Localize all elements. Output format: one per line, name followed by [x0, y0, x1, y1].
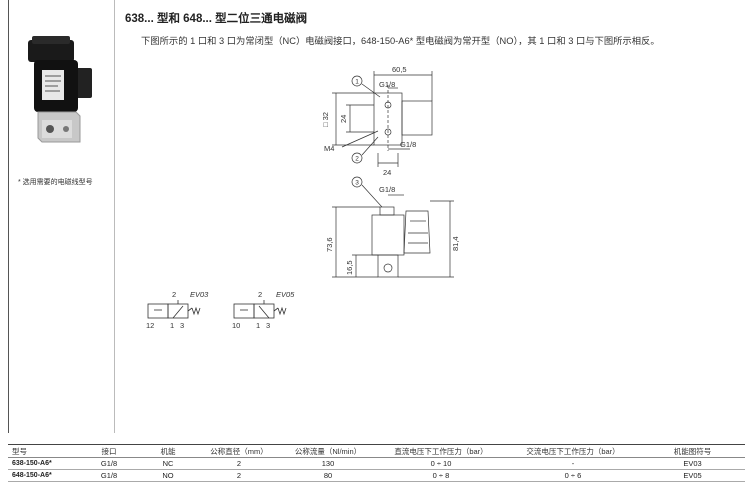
left-border — [8, 0, 9, 433]
table-cell: 0 ÷ 8 — [376, 469, 506, 482]
table-cell: - — [506, 457, 640, 470]
table-cell: 80 — [280, 469, 376, 482]
column-divider — [114, 0, 115, 433]
dim-port-side: G1/8 — [379, 185, 395, 194]
table-row: 648-150-A6* G1/8 NO 2 80 0 ÷ 8 0 ÷ 6 EV0… — [8, 469, 745, 482]
specification-table: 型号 接口 机能 公称直径（mm） 公称流量（Nl/min） 直流电压下工作压力… — [8, 444, 745, 482]
table-cell: G1/8 — [80, 469, 138, 482]
callout-3: 3 — [355, 180, 359, 187]
symbol-ev03-port-12: 12 — [146, 321, 154, 330]
column-header: 机能图符号 — [640, 444, 745, 458]
table-cell: 638-150-A6* — [8, 457, 80, 470]
column-header: 接口 — [80, 444, 138, 458]
dim-height-total: 81,4 — [451, 236, 460, 251]
dim-square: □ 32 — [321, 112, 330, 127]
dim-height-port: 16,5 — [345, 260, 354, 275]
symbol-ev05-port-1: 1 — [256, 321, 260, 330]
column-header: 公称流量（Nl/min） — [280, 444, 376, 458]
dim-port-bottom: G1/8 — [400, 140, 416, 149]
description-text: 下图所示的 1 口和 3 口为常闭型（NC）电磁阀接口，648-150-A6* … — [141, 36, 660, 46]
column-header: 交流电压下工作压力（bar） — [506, 444, 640, 458]
symbol-ev05-port-2: 2 — [258, 290, 262, 299]
coil-selection-note: * 选用需要的电磁线型号 — [18, 179, 93, 186]
dim-pitch-h: 24 — [383, 168, 391, 177]
dim-port-top: G1/8 — [379, 80, 395, 89]
column-header: 公称直径（mm） — [198, 444, 280, 458]
table-cell: NO — [138, 469, 198, 482]
table-header-row: 型号 接口 机能 公称直径（mm） 公称流量（Nl/min） 直流电压下工作压力… — [8, 444, 745, 458]
table-row: 638-150-A6* G1/8 NC 2 130 0 ÷ 10 - EV03 — [8, 457, 745, 470]
dim-width: 60,5 — [392, 65, 407, 74]
solenoid-valve-photo — [28, 36, 92, 143]
table-cell: 130 — [280, 457, 376, 470]
dimension-drawing: 60,5 G1/8 □ 32 24 M4 G1/8 24 G1/8 73,6 1… — [321, 65, 460, 278]
table-cell: G1/8 — [80, 457, 138, 470]
page-title: 638... 型和 648... 型二位三通电磁阀 — [125, 13, 308, 25]
symbol-ev03-port-1: 1 — [170, 321, 174, 330]
dim-thread: M4 — [324, 144, 334, 153]
symbol-ev03-code: EV03 — [190, 290, 209, 299]
callout-1: 1 — [355, 79, 359, 86]
table-cell: EV03 — [640, 457, 745, 470]
dim-pitch-v: 24 — [339, 115, 348, 123]
callout-2: 2 — [355, 156, 359, 163]
table-cell: 0 ÷ 6 — [506, 469, 640, 482]
symbol-ev03-port-2: 2 — [172, 290, 176, 299]
table-cell: NC — [138, 457, 198, 470]
symbol-ev05-code: EV05 — [276, 290, 295, 299]
column-header: 直流电压下工作压力（bar） — [376, 444, 506, 458]
symbol-ev05-port-10: 10 — [232, 321, 240, 330]
dim-height-body: 73,6 — [325, 237, 334, 252]
column-header: 型号 — [8, 444, 80, 458]
symbol-ev03-port-3: 3 — [180, 321, 184, 330]
table-cell: 648-150-A6* — [8, 469, 80, 482]
symbol-ev05-port-3: 3 — [266, 321, 270, 330]
table-cell: 0 ÷ 10 — [376, 457, 506, 470]
table-cell: 2 — [198, 457, 280, 470]
column-header: 机能 — [138, 444, 198, 458]
table-cell: EV05 — [640, 469, 745, 482]
valve-symbols: 2 EV03 12 1 3 2 EV05 10 1 3 — [146, 290, 295, 330]
table-cell: 2 — [198, 469, 280, 482]
